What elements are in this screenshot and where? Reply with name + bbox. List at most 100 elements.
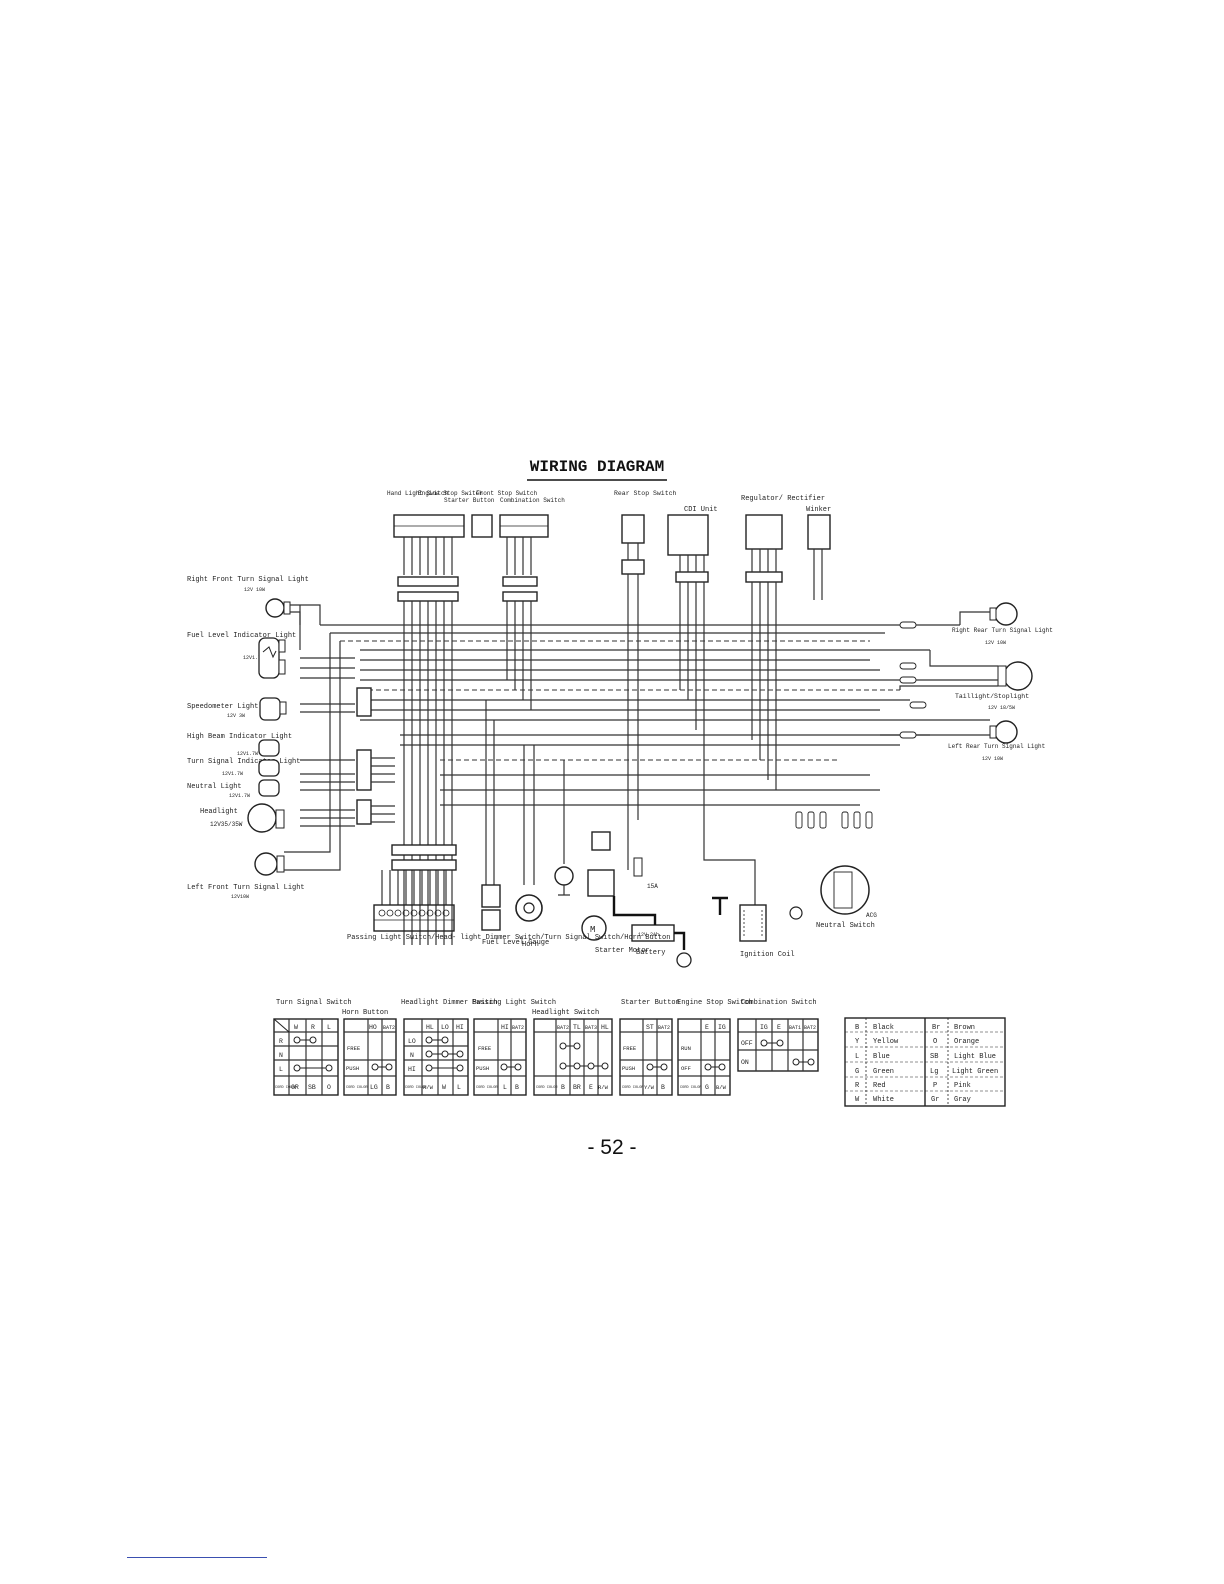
rating-high-beam-indicator: 12V1.7W [237,751,258,757]
legend-name-10: Pink [954,1082,971,1090]
col-turn-signal-1: R [311,1024,315,1031]
lamp-right-front-turn [265,598,285,618]
col-combination-3: BAT2 [804,1025,816,1031]
color-starter-button-0: Y/W [644,1084,655,1091]
color-headlight-switch-2: E [589,1084,593,1091]
label-motor-symbol: M [590,925,595,935]
col-horn-button-0: HO [369,1024,377,1031]
col-combination-1: E [777,1024,781,1031]
col-starter-button-0: ST [646,1024,654,1031]
color-passing-light-0: L [503,1084,507,1091]
col-headlight-switch-2: BAT3 [585,1025,597,1031]
label-left-rear-turn: Left Rear Turn Signal Light [948,743,1045,750]
label-turn-signal-indicator: Turn Signal Indicator Light [187,758,300,766]
lamp-tail-stop [1003,661,1033,691]
col-starter-button-1: BAT2 [658,1025,670,1031]
label-neutral-light: Neutral Light [187,783,242,791]
color-label-turn-signal: CORD COLOR [275,1086,297,1090]
table-horn-button: Horn Button HO BAT2 FREE PUSH CORD COLOR… [342,1009,397,1096]
legend-name-11: Gray [954,1096,971,1104]
color-passing-light-1: B [515,1084,519,1091]
footnote-rule [127,1557,267,1558]
label-tail-stop: Taillight/Stoplight [955,693,1029,700]
table-passing-light: Passing Light Switch HI BAT2 FREE PUSH C… [472,999,556,1096]
handlebar-switch-labels: Hand Light Switch Engine Stop Switch Sta… [387,490,831,514]
label-starter-button: Starter Button [444,497,495,504]
left-connectors [299,604,395,871]
row-headlight-dimmer-0: LO [408,1038,416,1045]
lower-components: Fuel Level Gauge Horn M Starter Motor 15… [481,700,877,968]
table-headlight-switch: Headlight Switch BAT2 TL BAT3 HL CORD CO… [532,1009,613,1096]
color-headlight-dimmer-0: R/W [423,1084,434,1091]
col-headlight-dimmer-2: HI [456,1024,464,1031]
row-combination-0: OFF [741,1040,753,1047]
row-engine-stop-0: RUN [681,1045,691,1052]
label-rear-stop-switch: Rear Stop Switch [614,490,677,497]
color-headlight-switch-0: B [561,1084,565,1091]
legend-code-4: R [855,1082,860,1090]
lower-switch-connector [373,844,457,932]
color-turn-signal-2: O [327,1084,331,1091]
row-starter-button-0: FREE [623,1045,637,1052]
color-engine-stop-1: B/W [716,1084,727,1091]
legend-name-0: Black [873,1024,894,1032]
label-left-front-turn: Left Front Turn Signal Light [187,884,305,892]
legend-name-4: Red [873,1082,886,1090]
col-passing-light-0: HI [501,1024,509,1031]
row-turn-signal-1: N [279,1052,283,1059]
lamp-right-rear-turn [994,602,1018,626]
color-label-engine-stop: CORD COLOR [680,1086,702,1090]
label-acg: ACG [866,912,877,919]
table-starter-button: Starter Button ST BAT2 FREE PUSH CORD CO… [619,999,680,1096]
color-turn-signal-1: SB [308,1084,316,1091]
col-passing-light-1: BAT2 [512,1025,524,1031]
color-label-headlight-switch: CORD COLOR [536,1086,558,1090]
label-regulator-rectifier: Regulator/ Rectifier [741,495,825,503]
lamp-left-rear-turn [994,720,1018,744]
color-horn-button-1: B [386,1084,390,1091]
color-label-starter-button: CORD COLOR [622,1086,644,1090]
col-combination-0: IG [760,1024,768,1031]
table-turn-signal: Turn Signal Switch W R L R N L CORD COLO… [273,999,352,1096]
legend-code-1: Y [855,1038,860,1046]
title-turn-signal: Turn Signal Switch [276,999,352,1007]
label-headlight: Headlight [200,808,238,816]
rating-fuel-level-indicator: 12V1.7W [243,655,264,661]
label-right-rear-turn: Right Rear Turn Signal Light [952,627,1053,634]
rating-headlight: 12V35/35W [210,821,243,828]
row-turn-signal-0: R [279,1038,283,1045]
table-headlight-dimmer: Headlight Dimmer Switch HL LO HI LO N HI… [401,999,498,1096]
title-headlight-switch: Headlight Switch [532,1009,599,1017]
col-headlight-switch-1: TL [573,1024,581,1031]
rating-left-front-turn: 12V10W [231,894,249,900]
label-winker: Winker [806,506,831,514]
left-lamps: Right Front Turn Signal Light 12V 10W Fu… [187,576,309,900]
rating-left-rear-turn: 12V 10W [982,756,1003,762]
main-harness [320,624,960,806]
title-starter-button: Starter Button [621,999,680,1007]
rating-turn-signal-indicator: 12V1.7W [222,771,243,777]
label-engine-stop-switch: Engine Stop Switch [418,490,483,497]
legend-code-11: Gr [931,1096,939,1104]
col-engine-stop-0: E [705,1024,709,1031]
legend-code-7: O [933,1038,937,1046]
legend-name-2: Blue [873,1053,890,1061]
color-label-headlight-dimmer: CORD COLOR [405,1086,427,1090]
label-combination-switch: Combination Switch [500,497,565,504]
handlebar-switch-blocks [393,514,831,602]
legend-code-10: P [933,1082,937,1090]
label-cdi-unit: CDI Unit [684,506,718,514]
legend-name-1: Yellow [873,1038,899,1046]
label-starter-motor: Starter Motor [595,947,650,955]
label-fuel-level-gauge: Fuel Level Gauge [482,939,549,947]
color-label-passing-light: CORD COLOR [476,1086,498,1090]
row-turn-signal-2: L [279,1066,283,1073]
row-starter-button-1: PUSH [622,1065,635,1072]
label-passing-switch-group: Passing Light Switch/Head- light Dimmer … [347,934,670,942]
rating-right-rear-turn: 12V 10W [985,640,1006,646]
switch-tables: Turn Signal Switch W R L R N L CORD COLO… [273,999,819,1096]
title-horn-button: Horn Button [342,1009,388,1017]
legend-code-6: Br [932,1024,940,1032]
row-horn-button-0: FREE [347,1045,361,1052]
